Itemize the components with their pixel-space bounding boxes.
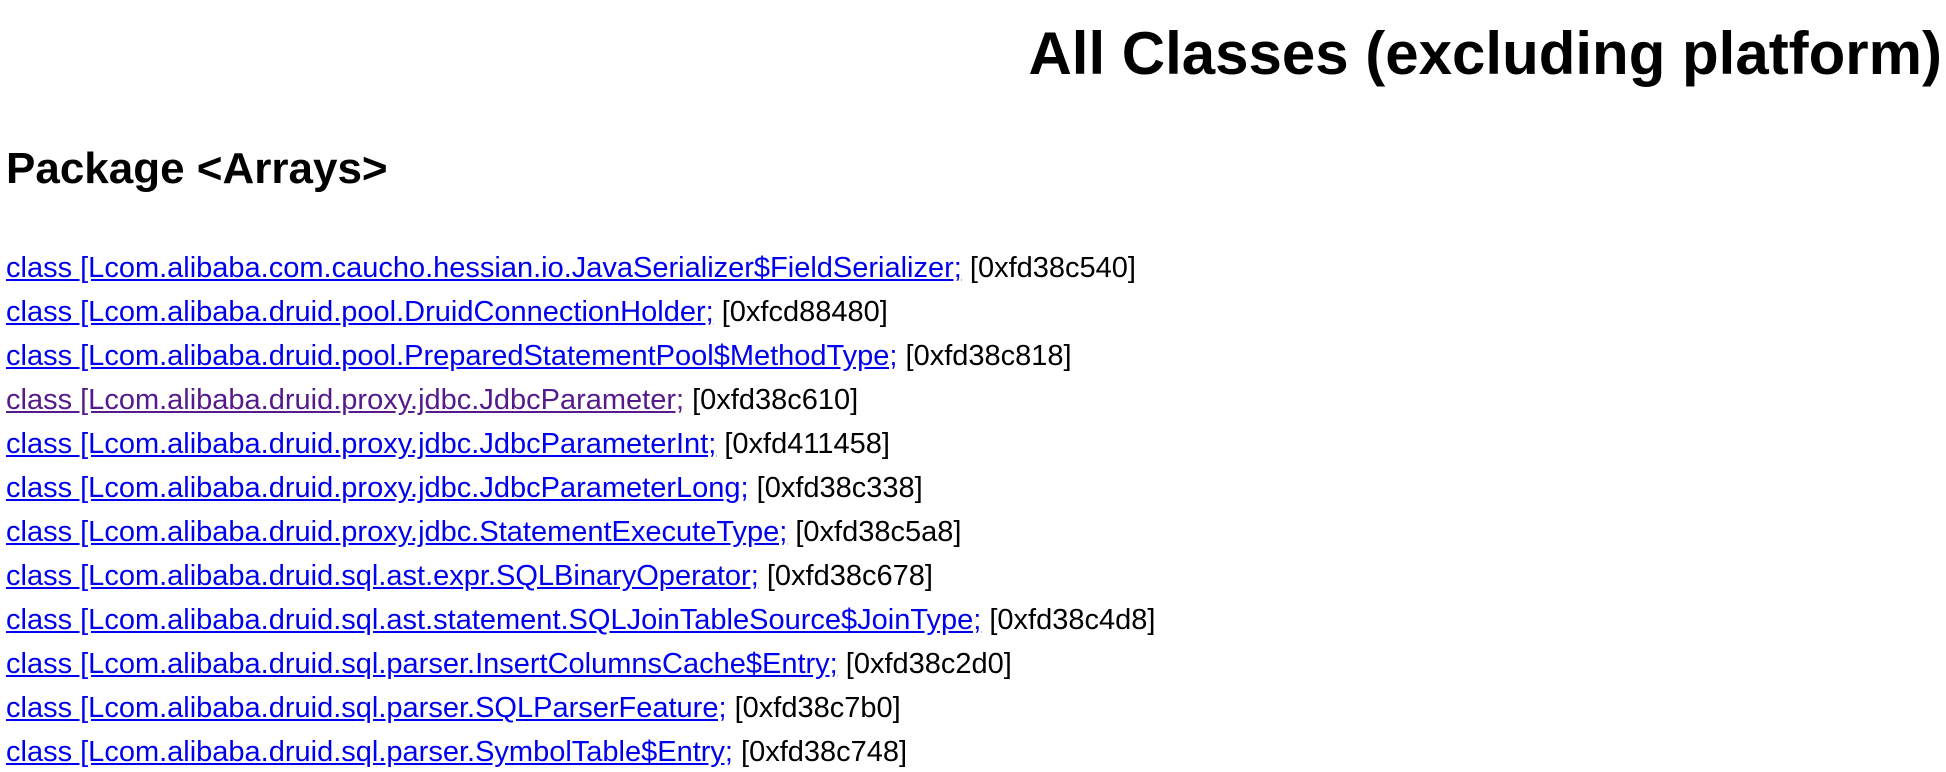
class-list-item: class [Lcom.alibaba.druid.proxy.jdbc.Jdb… xyxy=(6,422,1155,466)
class-link[interactable]: class [Lcom.alibaba.druid.proxy.jdbc.Jdb… xyxy=(6,472,749,504)
class-list-item: class [Lcom.alibaba.druid.proxy.jdbc.Jdb… xyxy=(6,378,1155,422)
class-address: [0xfd38c748] xyxy=(741,736,908,768)
class-address: [0xfcd88480] xyxy=(721,296,888,328)
class-link[interactable]: class [Lcom.alibaba.druid.sql.parser.SQL… xyxy=(6,692,727,724)
class-address: [0xfd411458] xyxy=(724,428,890,460)
class-address: [0xfd38c4d8] xyxy=(989,604,1156,636)
class-link[interactable]: class [Lcom.alibaba.druid.sql.parser.Ins… xyxy=(6,648,838,680)
class-link[interactable]: class [Lcom.alibaba.druid.sql.ast.statem… xyxy=(6,604,982,636)
class-address: [0xfd38c610] xyxy=(692,384,859,416)
class-address: [0xfd38c7b0] xyxy=(734,692,901,724)
class-link[interactable]: class [Lcom.alibaba.com.caucho.hessian.i… xyxy=(6,252,962,284)
class-link[interactable]: class [Lcom.alibaba.druid.proxy.jdbc.Jdb… xyxy=(6,384,685,416)
class-address: [0xfd38c338] xyxy=(756,472,923,504)
class-link[interactable]: class [Lcom.alibaba.druid.pool.PreparedS… xyxy=(6,340,898,372)
class-list-item: class [Lcom.alibaba.druid.sql.parser.Sym… xyxy=(6,730,1155,772)
class-list-item: class [Lcom.alibaba.druid.proxy.jdbc.Jdb… xyxy=(6,466,1155,510)
class-list-item: class [Lcom.alibaba.com.caucho.hessian.i… xyxy=(6,246,1155,290)
class-list-item: class [Lcom.alibaba.druid.proxy.jdbc.Sta… xyxy=(6,510,1155,554)
class-list-item: class [Lcom.alibaba.druid.sql.parser.SQL… xyxy=(6,686,1155,730)
page-title: All Classes (excluding platform) xyxy=(1028,20,1942,87)
class-list: class [Lcom.alibaba.com.caucho.hessian.i… xyxy=(6,246,1155,772)
class-list-item: class [Lcom.alibaba.druid.sql.ast.statem… xyxy=(6,598,1155,642)
class-link[interactable]: class [Lcom.alibaba.druid.pool.DruidConn… xyxy=(6,296,714,328)
class-address: [0xfd38c540] xyxy=(969,252,1136,284)
class-list-item: class [Lcom.alibaba.druid.pool.PreparedS… xyxy=(6,334,1155,378)
class-address: [0xfd38c818] xyxy=(905,340,1072,372)
class-link[interactable]: class [Lcom.alibaba.druid.proxy.jdbc.Jdb… xyxy=(6,428,717,460)
class-link[interactable]: class [Lcom.alibaba.druid.sql.ast.expr.S… xyxy=(6,560,759,592)
class-list-item: class [Lcom.alibaba.druid.pool.DruidConn… xyxy=(6,290,1155,334)
package-heading: Package <Arrays> xyxy=(6,144,388,193)
class-address: [0xfd38c678] xyxy=(766,560,933,592)
class-address: [0xfd38c5a8] xyxy=(795,516,962,548)
class-link[interactable]: class [Lcom.alibaba.druid.proxy.jdbc.Sta… xyxy=(6,516,788,548)
class-list-item: class [Lcom.alibaba.druid.sql.ast.expr.S… xyxy=(6,554,1155,598)
class-list-item: class [Lcom.alibaba.druid.sql.parser.Ins… xyxy=(6,642,1155,686)
class-address: [0xfd38c2d0] xyxy=(845,648,1012,680)
class-link[interactable]: class [Lcom.alibaba.druid.sql.parser.Sym… xyxy=(6,736,733,768)
